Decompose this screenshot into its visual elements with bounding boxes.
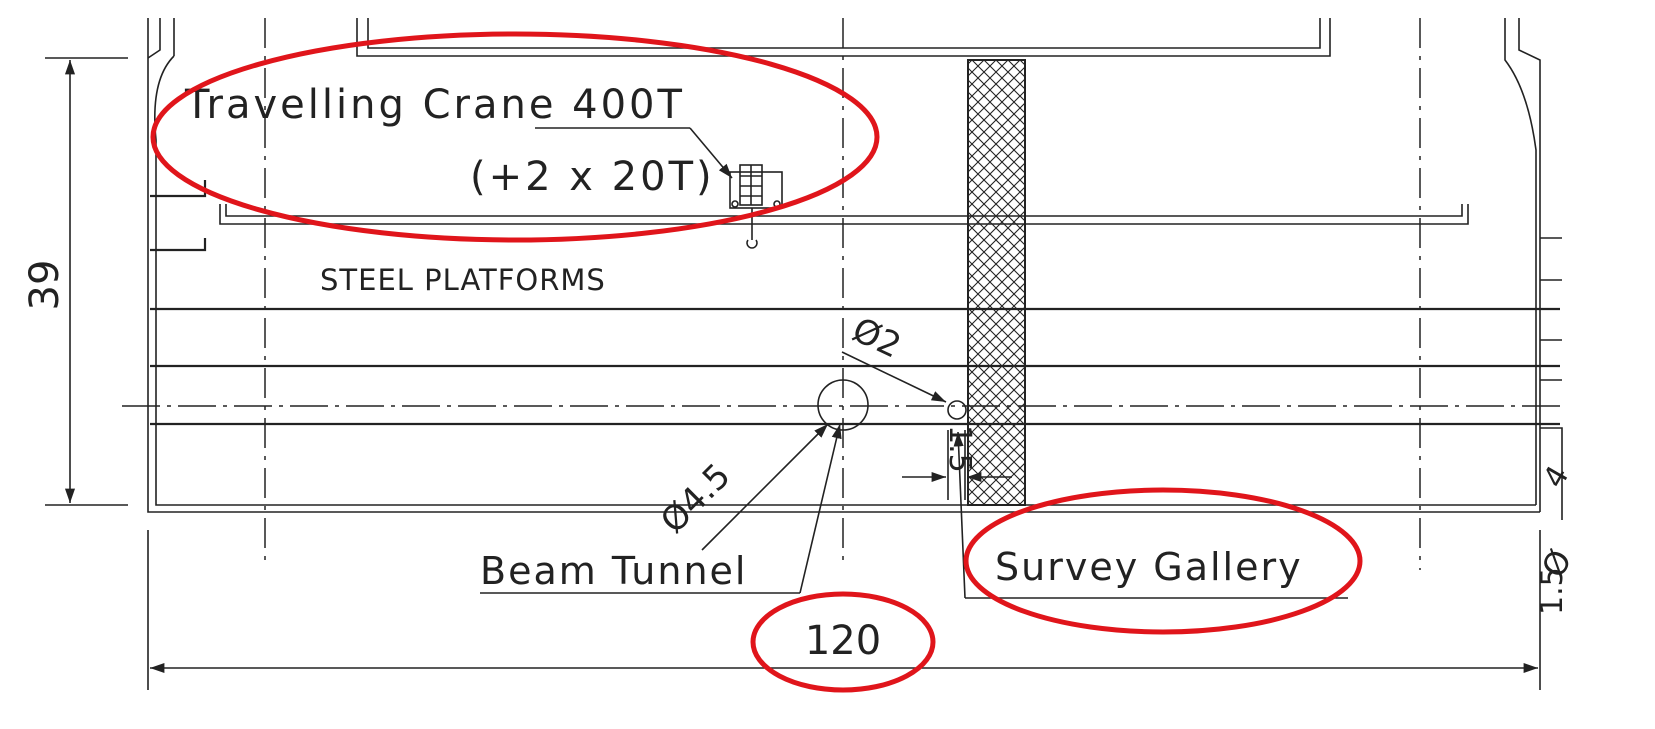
tunnels (817, 379, 967, 431)
width-dimension (147, 530, 1541, 690)
beam-tunnel-leader (480, 423, 842, 594)
survey-gallery-highlight-ellipse (963, 487, 1363, 635)
crane-title: Travelling Crane 400T (184, 82, 685, 128)
survey-gallery-leader (953, 431, 1348, 599)
crane-highlight-ellipse (150, 31, 880, 243)
beam-tunnel-label: Beam Tunnel (480, 549, 747, 593)
highlight-annotations (150, 31, 1363, 693)
height-dimension (45, 57, 128, 506)
width-highlight-ellipse (750, 591, 936, 693)
crane-subtitle: (+2 x 20T) (470, 154, 715, 200)
right-edge-dimension: 4 (1537, 460, 1577, 494)
right-edge-dimension-2: 1.5 (1535, 567, 1570, 615)
crane-girder (219, 204, 1469, 225)
steel-platforms (150, 279, 1562, 426)
survey-gallery-label: Survey Gallery (995, 545, 1303, 589)
crane-hoist-icon (729, 164, 783, 249)
survey-tunnel-circle (947, 400, 967, 420)
steel-platforms-label: STEEL PLATFORMS (320, 263, 606, 297)
survey-gallery-column (967, 59, 1026, 506)
big-pipe-diameter: Ø4.5 (653, 456, 738, 541)
gallery-gap-dimension (902, 430, 1012, 500)
width-dimension-value: 120 (805, 618, 881, 664)
beam-tunnel-circle (817, 379, 869, 431)
height-dimension-value: 39 (22, 260, 68, 311)
wall-brackets (150, 180, 207, 252)
center-lines (122, 18, 1560, 570)
crane-leader-arrow (689, 127, 733, 179)
small-pipe-leader (841, 351, 947, 403)
